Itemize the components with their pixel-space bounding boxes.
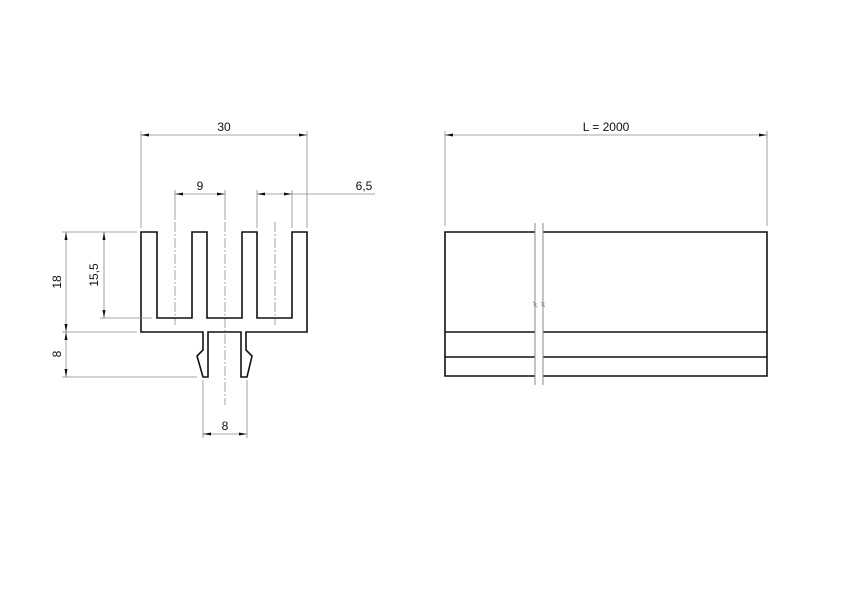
dimension-fin-height: 15,5 (87, 232, 152, 319)
dimension-label-fin-offset: 6,5 (356, 179, 373, 193)
dimension-label-fin-height: 15,5 (87, 263, 101, 287)
side-view-right-segment (543, 231, 768, 377)
dimension-fin-offset: 6,5 (256, 179, 375, 228)
profile-view: 30 9 6,5 18 (50, 120, 375, 438)
dimension-leg-width: 8 (202, 380, 248, 438)
dimension-total-height: 18 (50, 231, 137, 333)
dimension-leg-height: 8 (50, 332, 197, 378)
dimension-overall-width: 30 (140, 120, 308, 228)
dimension-fin-pitch: 9 (174, 179, 226, 220)
dimension-label-overall-width: 30 (217, 120, 231, 134)
break-symbol (532, 223, 546, 385)
side-view-left-segment (444, 231, 535, 377)
dimension-label-length: L = 2000 (583, 120, 630, 134)
dimension-label-total-height: 18 (50, 275, 64, 289)
dimension-length: L = 2000 (444, 120, 768, 226)
dimension-label-leg-height: 8 (50, 350, 64, 357)
side-view: L = 2000 (444, 120, 768, 385)
heatsink-profile-outline (140, 231, 308, 378)
dimension-label-leg-width: 8 (222, 419, 229, 433)
dimension-label-fin-pitch: 9 (197, 179, 204, 193)
